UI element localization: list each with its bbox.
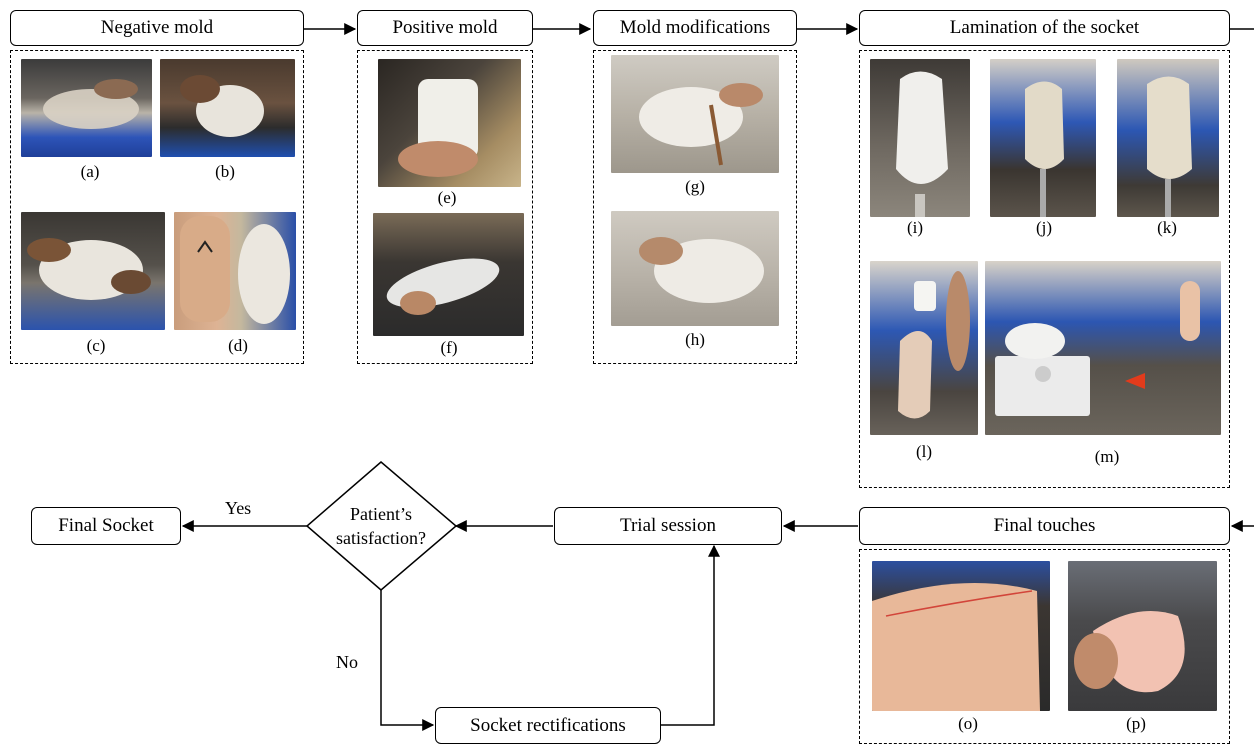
photo-k	[1117, 59, 1219, 217]
final-socket-label: Final Socket	[58, 515, 154, 536]
photo-l	[870, 261, 978, 435]
mold-modifications-group	[593, 50, 797, 364]
final-socket-box: Final Socket	[31, 507, 181, 545]
photo-b	[160, 59, 295, 157]
final-touches-label: Final touches	[993, 515, 1096, 536]
photo-i	[870, 59, 970, 217]
positive-mold-label: Positive mold	[392, 17, 498, 38]
negative-mold-group	[10, 50, 304, 364]
photo-a	[21, 59, 152, 157]
caption-a: (a)	[80, 162, 100, 181]
trial-session-box: Trial session	[554, 507, 782, 545]
mold-modifications-label: Mold modifications	[619, 17, 771, 38]
photo-m	[985, 261, 1221, 435]
decision-line-2: satisfaction?	[336, 528, 426, 548]
socket-rectifications-box: Socket rectifications	[435, 707, 661, 744]
photo-e	[378, 59, 521, 187]
caption-i: (i)	[906, 218, 924, 237]
caption-o: (o)	[958, 714, 978, 733]
photo-d	[174, 212, 296, 330]
photo-o	[872, 561, 1050, 711]
caption-p: (p)	[1126, 714, 1146, 733]
lamination-label: Lamination of the socket	[949, 17, 1140, 38]
photo-p	[1068, 561, 1217, 711]
caption-b: (b)	[215, 162, 235, 181]
decision-line-1: Patient’s	[350, 504, 412, 524]
caption-c: (c)	[86, 336, 106, 355]
trial-session-label: Trial session	[620, 515, 716, 536]
decision-label: Patient’s satisfaction?	[312, 502, 450, 550]
caption-d: (d)	[228, 336, 248, 355]
caption-m: (m)	[1094, 447, 1120, 466]
caption-g: (g)	[685, 177, 705, 196]
caption-j: (j)	[1035, 218, 1053, 237]
photo-c	[21, 212, 165, 330]
positive-mold-box: Positive mold	[357, 10, 533, 46]
no-label: No	[336, 652, 358, 672]
photo-h	[611, 211, 779, 326]
photo-j	[990, 59, 1096, 217]
caption-k: (k)	[1157, 218, 1177, 237]
lamination-group	[859, 50, 1230, 488]
mold-modifications-box: Mold modifications	[593, 10, 797, 46]
photo-f	[373, 213, 524, 336]
lamination-box: Lamination of the socket	[859, 10, 1230, 46]
negative-mold-label: Negative mold	[100, 17, 214, 38]
negative-mold-box: Negative mold	[10, 10, 304, 46]
caption-h: (h)	[685, 330, 705, 349]
final-touches-box: Final touches	[859, 507, 1230, 545]
caption-f: (f)	[440, 338, 458, 357]
socket-rectifications-label: Socket rectifications	[470, 714, 626, 736]
positive-mold-group	[357, 50, 533, 364]
caption-e: (e)	[437, 188, 457, 207]
yes-label: Yes	[225, 498, 252, 518]
caption-l: (l)	[915, 442, 933, 461]
photo-g	[611, 55, 779, 173]
